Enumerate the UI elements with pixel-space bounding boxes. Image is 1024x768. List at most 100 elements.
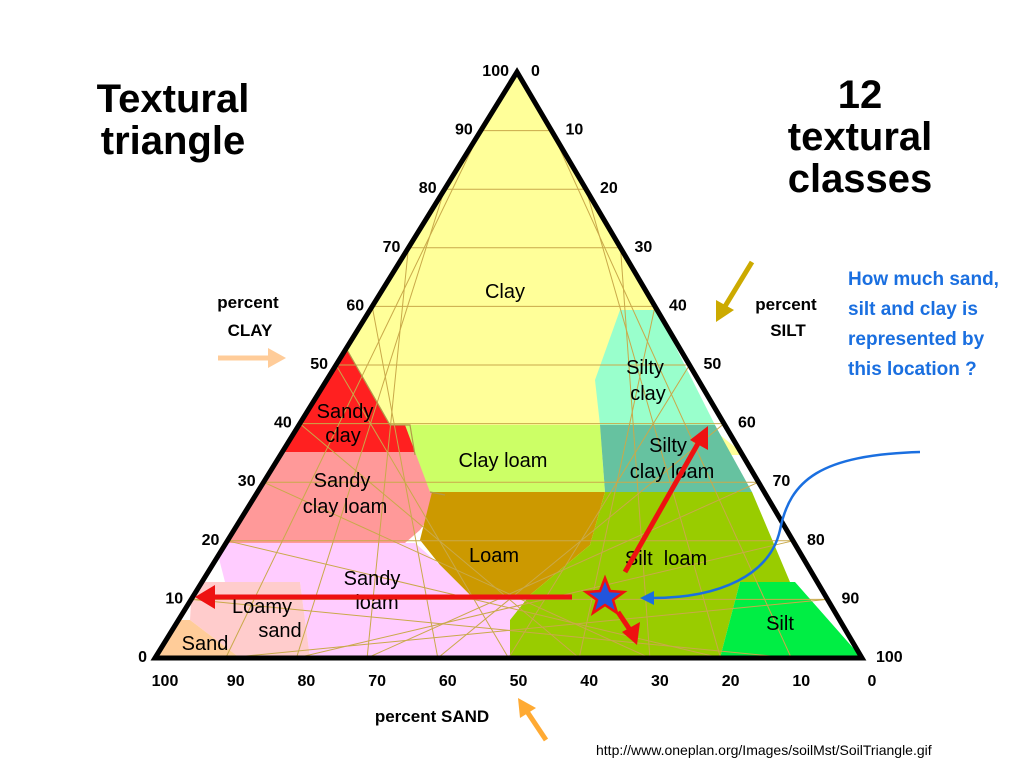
tick-label: 50: [510, 673, 528, 690]
region-clay-loam: [405, 425, 605, 492]
grid-line: [335, 364, 509, 658]
title-left-line-2: triangle: [100, 119, 246, 163]
title-right-line-3: classes: [787, 157, 933, 201]
label-loamy-sand-line-1: Loamy: [232, 596, 292, 618]
silt-pointer-arrow: [716, 260, 755, 322]
tick-label: 10: [566, 122, 584, 139]
arrow-to-sand-axis: [615, 610, 633, 632]
title-right-line-2: textural: [787, 115, 933, 159]
tick-label: 70: [368, 673, 386, 690]
arrow-to-silt-axis: [622, 438, 703, 574]
label-silty-clay-line-1: Silty: [626, 357, 664, 379]
arrow-to-clay-axis-head: [195, 585, 215, 609]
tick-label: 30: [651, 673, 669, 690]
label-clay: Clay: [485, 281, 525, 303]
grid-line: [508, 364, 690, 658]
title-textural-classes: 12 textural classes: [772, 74, 948, 200]
label-sandy-loam-line-1: Sandy: [344, 568, 401, 590]
tick-label: 40: [669, 297, 687, 314]
sample-reading-arrows: [195, 426, 708, 645]
label-silty-clay-line-2: clay: [630, 383, 666, 405]
tick-label: 70: [383, 239, 401, 256]
tick-label: 80: [807, 532, 825, 549]
tick-label: 50: [704, 356, 722, 373]
sample-star-icon: [582, 574, 628, 616]
tick-label: 10: [792, 673, 810, 690]
grid-line: [585, 189, 722, 658]
label-clay-line-1: Clay: [485, 281, 525, 303]
tick-label: 90: [842, 590, 860, 607]
label-loam-line-1: Loam: [469, 545, 519, 567]
question-text: How much sand, silt and clay is represen…: [848, 269, 999, 380]
tick-label: 50: [310, 356, 328, 373]
label-silt: Silt: [766, 613, 794, 635]
grid-line: [263, 481, 651, 658]
tick-label: 40: [580, 673, 598, 690]
tick-label: 100: [482, 63, 509, 80]
region-sand: [155, 620, 240, 658]
silt-axis-title-line-1: percent: [755, 295, 817, 314]
question-pointer-arrow: [651, 450, 921, 600]
title-textural-triangle: Textural triangle: [78, 78, 268, 162]
tick-label: 40: [274, 415, 292, 432]
silt-axis-title-line-2: SILT: [770, 321, 806, 340]
tick-label: 90: [455, 122, 473, 139]
tick-label: 0: [531, 63, 540, 80]
tick-label: 20: [722, 673, 740, 690]
label-sand: Sand: [182, 633, 229, 655]
label-silty-clay: Silty clay: [626, 357, 666, 405]
question-pointer-arrow-head: [640, 591, 654, 605]
label-silty-clay-loam: Silty clay loam: [630, 435, 714, 483]
label-silt-loam: Silt loam: [625, 548, 707, 570]
label-silty-clay-loam-line-1: Silty: [649, 435, 687, 457]
label-silt-line-1: Silt: [766, 613, 794, 635]
grid-line: [299, 423, 580, 658]
label-sandy-clay-line-2: clay: [325, 425, 361, 447]
tick-label: 0: [138, 649, 147, 666]
label-clay-loam-line-1: Clay loam: [459, 450, 548, 472]
region-boundaries: [345, 347, 446, 496]
arrow-to-silt-axis-head: [690, 426, 708, 450]
grid-line: [620, 247, 651, 658]
label-loam: Loam: [469, 545, 519, 567]
tick-label: 60: [346, 297, 364, 314]
arrow-to-sand-axis-head: [622, 622, 640, 645]
label-sand-line-1: Sand: [182, 633, 229, 655]
grid-lines: [191, 130, 828, 658]
region-loam: [420, 492, 605, 595]
region-silt: [720, 582, 862, 658]
region-sandy-clay-loam: [215, 452, 445, 543]
label-sandy-clay-line-1: Sandy: [317, 401, 374, 423]
title-left-line-1: Textural: [96, 77, 250, 121]
label-loamy-sand-line-2: sand: [258, 620, 301, 642]
region-clay: [290, 72, 745, 455]
tick-label: 30: [238, 473, 256, 490]
label-silt-loam-line-1: Silt loam: [625, 548, 707, 570]
tick-label: 0: [868, 673, 877, 690]
label-silty-clay-loam-line-2: clay loam: [630, 461, 714, 483]
triangle-outline: [150, 67, 867, 661]
clay-axis-title-line-1: percent: [217, 293, 279, 312]
grid-line: [191, 598, 792, 658]
tick-label: 100: [152, 673, 179, 690]
tick-label: 10: [165, 590, 183, 607]
clay-pointer-arrow: [218, 348, 286, 368]
grid-line: [578, 306, 656, 658]
region-loamy-sand: [190, 582, 310, 658]
region-silty-clay-loam: [600, 425, 752, 492]
sand-pointer-arrow: [518, 698, 549, 742]
tick-label: 20: [600, 180, 618, 197]
label-sandy-clay-loam-line-1: Sandy: [314, 470, 371, 492]
tick-label: 60: [439, 673, 457, 690]
source-url: http://www.oneplan.org/Images/soilMst/So…: [596, 742, 932, 758]
sand-axis-title: percent SAND: [375, 707, 489, 726]
